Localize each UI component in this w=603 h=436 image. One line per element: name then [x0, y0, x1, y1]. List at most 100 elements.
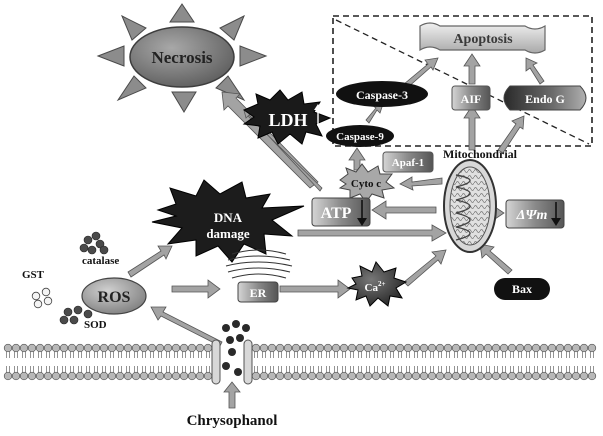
lipid-head	[75, 343, 85, 353]
lipid-head	[27, 343, 37, 353]
lipid-head	[179, 343, 189, 353]
lipid-head	[67, 371, 77, 381]
lipid-head	[323, 371, 333, 381]
lipid-head	[467, 343, 477, 353]
lipid-head	[267, 343, 277, 353]
lipid-head	[467, 371, 477, 381]
lipid-head	[43, 343, 53, 353]
lipid-head	[379, 343, 389, 353]
arrow-atp-to-necrosis-2	[243, 109, 323, 192]
calcium-charge: 2+	[378, 280, 386, 288]
lipid-head	[491, 343, 501, 353]
lipid-head	[363, 343, 373, 353]
lipid-head	[547, 371, 557, 381]
lipid-head	[579, 343, 589, 353]
caspase9-label: Caspase-9	[336, 131, 384, 143]
lipid-head	[515, 343, 525, 353]
lipid-head	[91, 371, 101, 381]
atp-node: ATP	[311, 197, 371, 227]
necrosis-node: Necrosis	[96, 3, 268, 113]
cyto-c-label: Cyto c	[351, 178, 381, 190]
lipid-head	[147, 371, 157, 381]
lipid-head	[67, 343, 77, 353]
arrow-mito-to-endog	[497, 115, 525, 154]
apoptosis-region	[332, 15, 593, 147]
necrosis-rays	[96, 3, 268, 113]
lipid-head	[395, 343, 405, 353]
necrosis-label: Necrosis	[151, 48, 212, 67]
mitochondrion-icon	[443, 159, 497, 253]
lipid-head	[563, 371, 573, 381]
lipid-head	[259, 371, 269, 381]
lipid-head	[347, 343, 357, 353]
lipid-head	[299, 343, 309, 353]
atp-label: ATP	[321, 205, 352, 222]
lipid-head	[275, 343, 285, 353]
cell-membrane	[3, 339, 597, 385]
lipid-head	[163, 343, 173, 353]
sod-cluster	[59, 305, 93, 325]
lipid-head	[547, 343, 557, 353]
lipid-head	[379, 371, 389, 381]
lipid-head	[11, 343, 21, 353]
lipid-head	[371, 343, 381, 353]
lipid-head	[3, 343, 13, 353]
apoptosis-node: Apoptosis	[419, 22, 546, 54]
lipid-head	[459, 371, 469, 381]
catalase-cluster	[79, 231, 109, 255]
dna-damage-node: DNA damage	[151, 179, 305, 263]
lipid-head	[315, 371, 325, 381]
arrow-aif-to-apoptosis	[463, 53, 481, 85]
arrow-bax-to-mito	[479, 243, 513, 275]
lipid-head	[35, 371, 45, 381]
lipid-head	[27, 371, 37, 381]
lipid-head	[563, 343, 573, 353]
lipid-head	[291, 371, 301, 381]
lipid-head	[459, 343, 469, 353]
lipid-head	[307, 371, 317, 381]
lipid-head	[131, 343, 141, 353]
caspase9-node: Caspase-9	[326, 125, 394, 147]
lipid-head	[139, 371, 149, 381]
dna-damage-starburst	[151, 179, 305, 263]
aif-label: AIF	[461, 92, 482, 106]
lipid-head	[51, 343, 61, 353]
lipid-head	[531, 371, 541, 381]
lipid-head	[515, 371, 525, 381]
lipid-head	[491, 371, 501, 381]
lipid-head	[499, 371, 509, 381]
lipid-head	[283, 371, 293, 381]
arrow-ros-to-er	[171, 279, 221, 299]
ldh-starburst	[242, 89, 332, 145]
delta-psi-m-label: ΔΨm	[516, 208, 548, 223]
caspase3-label: Caspase-3	[356, 88, 408, 102]
calcium-symbol: Ca	[365, 282, 379, 294]
lipid-head	[531, 343, 541, 353]
lipid-head	[251, 343, 261, 353]
arrow-er-to-ca	[279, 279, 351, 299]
lipid-head	[587, 371, 597, 381]
lipid-head	[387, 343, 397, 353]
lipid-head	[499, 343, 509, 353]
lipid-head	[331, 371, 341, 381]
lipid-head	[539, 371, 549, 381]
endo-g-label: Endo G	[525, 92, 565, 106]
lipid-head	[555, 343, 565, 353]
lipid-head	[523, 371, 533, 381]
er-icon	[225, 249, 293, 279]
cyto-c-node: Cyto c	[338, 163, 396, 203]
lipid-head	[539, 343, 549, 353]
lipid-head	[443, 371, 453, 381]
lipid-head	[187, 343, 197, 353]
lipid-head	[171, 343, 181, 353]
er-node: ER	[225, 249, 293, 303]
lipid-head	[323, 343, 333, 353]
ldh-label: LDH	[268, 110, 307, 130]
lipid-head	[315, 343, 325, 353]
lipid-head	[339, 371, 349, 381]
arrow-mito-to-aif	[463, 105, 481, 151]
lipid-head	[347, 371, 357, 381]
arrow-ca-to-mito	[403, 249, 447, 287]
lipid-head	[555, 371, 565, 381]
